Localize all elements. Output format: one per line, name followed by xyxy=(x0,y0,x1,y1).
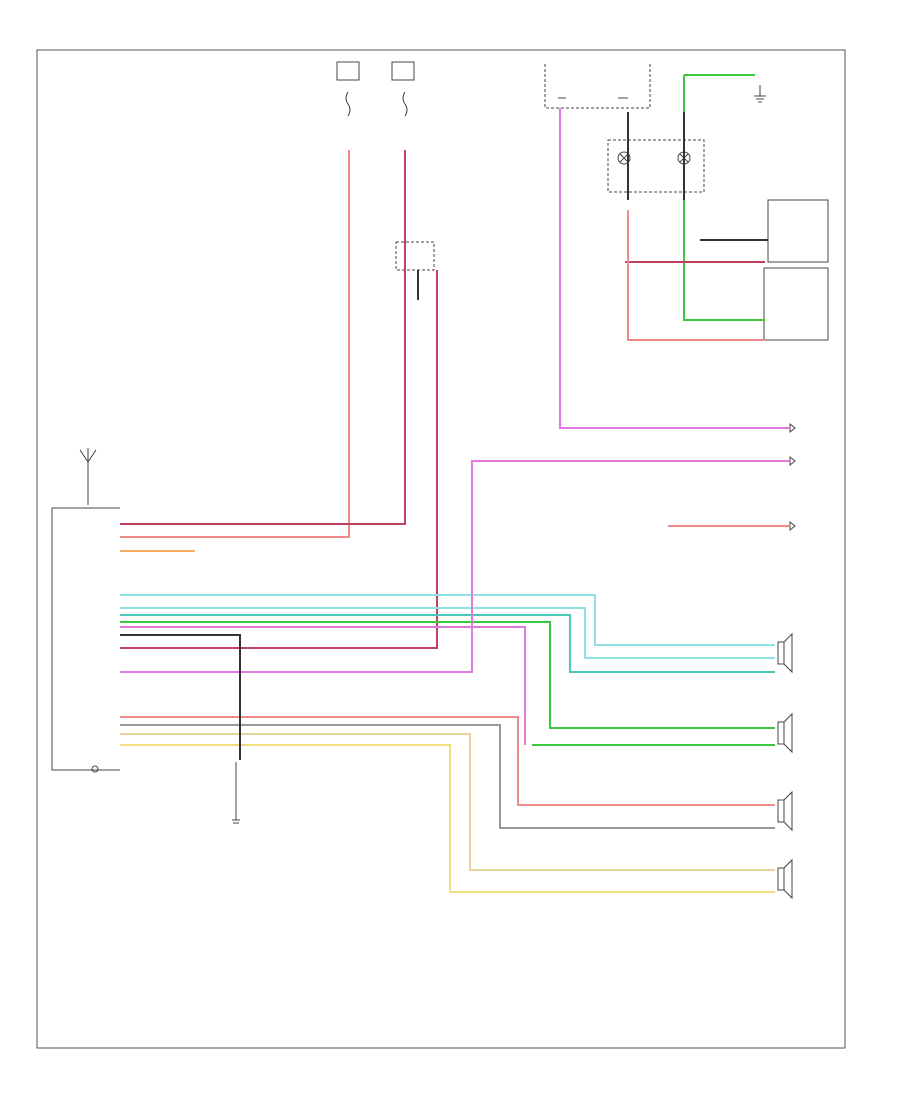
wire-pink xyxy=(627,210,765,341)
wire-yellow xyxy=(120,744,775,893)
fuse-icon xyxy=(345,91,351,117)
diagram-border xyxy=(36,49,846,1049)
wire-magenta xyxy=(120,460,790,673)
wire-magenta xyxy=(120,626,526,745)
speaker-icon xyxy=(777,858,793,900)
wire-dark-red xyxy=(120,270,438,649)
antenna-icon xyxy=(79,448,97,505)
wires xyxy=(120,74,790,893)
wire-black xyxy=(120,634,241,760)
fuse-icon xyxy=(402,91,408,117)
wire-pink xyxy=(120,150,350,538)
wire-light-blue xyxy=(120,594,775,646)
lamp-housing xyxy=(607,139,705,193)
splice-box xyxy=(395,241,435,271)
wire-magenta xyxy=(559,108,790,429)
wire-pink xyxy=(120,716,775,806)
wire-light-blue xyxy=(120,607,775,659)
fuse-right xyxy=(391,61,415,117)
ground-icon xyxy=(91,765,99,773)
speaker-icon xyxy=(777,790,793,832)
connector-arrow xyxy=(789,455,796,467)
ground-icon xyxy=(754,85,766,103)
connector-arrow xyxy=(789,520,796,532)
switch-module xyxy=(544,64,651,109)
wire-gray xyxy=(120,724,775,829)
lamp-icon xyxy=(617,151,631,165)
wire-green xyxy=(683,75,765,321)
right-switch-upper xyxy=(767,199,829,263)
speaker-icon xyxy=(777,712,793,754)
speaker-icon xyxy=(777,632,793,674)
radio-unit xyxy=(51,507,120,771)
connector-arrow xyxy=(789,422,796,434)
wire-tan xyxy=(120,733,775,871)
wire-teal xyxy=(120,614,775,673)
wire-dark-red xyxy=(120,150,406,525)
right-switch-lower xyxy=(763,267,829,341)
fuse-left xyxy=(336,61,360,117)
ground-icon xyxy=(232,762,240,824)
wire-green xyxy=(120,621,775,729)
